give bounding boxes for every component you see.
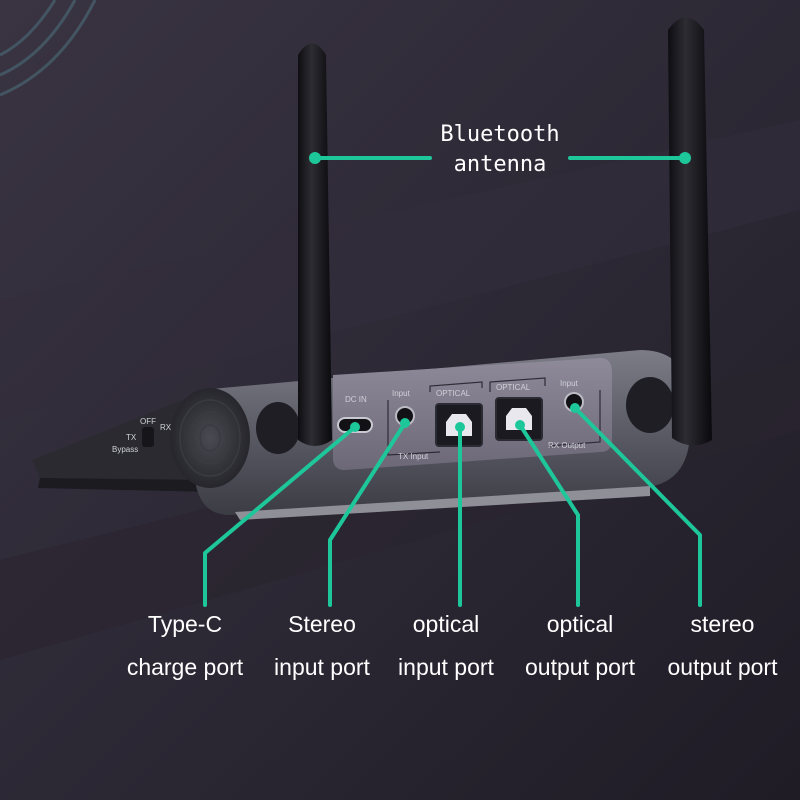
antenna-dot-left bbox=[309, 152, 321, 164]
optical-output-callout-line bbox=[518, 423, 580, 607]
callout-optical-output-line2: output port bbox=[525, 654, 635, 680]
left-antenna-mount bbox=[256, 402, 300, 454]
switch-label-bypass: Bypass bbox=[112, 445, 138, 454]
rx-output-label: RX Output bbox=[548, 441, 586, 450]
knob-rings bbox=[179, 399, 241, 477]
callout-stereo-output-line2: output port bbox=[667, 654, 778, 680]
stereo-output-callout-line bbox=[573, 406, 702, 607]
device-body-edge bbox=[235, 486, 650, 520]
dc-in-label: DC IN bbox=[345, 395, 367, 404]
callout-type-c-line1: Type-C bbox=[147, 611, 223, 637]
callout-lines bbox=[203, 156, 702, 607]
optical-output-socket bbox=[506, 408, 532, 430]
callout-stereo-input-line1: Stereo bbox=[288, 611, 356, 637]
tx-input-label: TX Input bbox=[398, 452, 429, 461]
device-stand-face bbox=[38, 478, 212, 492]
corner-decoration bbox=[0, 0, 97, 97]
optical-right-bracket bbox=[489, 377, 546, 392]
right-antenna-mount bbox=[626, 377, 674, 433]
type-c-callout-line bbox=[203, 425, 357, 607]
callout-optical-input: optical input port bbox=[385, 613, 507, 679]
antenna-label-line1: Bluetooth bbox=[440, 122, 560, 147]
antenna-label: Bluetooth antenna bbox=[420, 120, 580, 180]
stereo-input-callout-line bbox=[328, 421, 407, 607]
type-c-dot bbox=[350, 422, 360, 432]
callout-stereo-input: Stereo input port bbox=[262, 613, 382, 679]
callout-stereo-input-line2: input port bbox=[274, 654, 370, 680]
left-antenna bbox=[298, 43, 332, 446]
device-knob bbox=[170, 388, 250, 488]
stereo-input-label: Input bbox=[392, 389, 411, 398]
switch-label-rx: RX bbox=[160, 423, 172, 432]
callout-stereo-output-line1: stereo bbox=[690, 611, 755, 637]
callout-type-c: Type-C charge port bbox=[110, 613, 260, 679]
callout-dots bbox=[309, 152, 691, 432]
background-stripe bbox=[0, 120, 800, 420]
callout-optical-output-line1: optical bbox=[546, 611, 614, 637]
callout-optical-input-line2: input port bbox=[398, 654, 494, 680]
switch-label-tx: TX bbox=[126, 433, 137, 442]
stereo-input-dot bbox=[400, 418, 410, 428]
switch-label-off: OFF bbox=[140, 417, 156, 426]
optical-output-dot bbox=[515, 420, 525, 430]
stereo-output-dot bbox=[570, 403, 580, 413]
tx-bracket bbox=[387, 400, 441, 456]
antenna-dot-right bbox=[679, 152, 691, 164]
optical-output-label: OPTICAL bbox=[496, 383, 531, 392]
callout-optical-output: optical output port bbox=[510, 613, 650, 679]
mode-switch[interactable] bbox=[142, 427, 154, 447]
right-antenna bbox=[668, 17, 712, 446]
device-stand bbox=[32, 395, 210, 480]
callout-optical-input-line1: optical bbox=[412, 611, 480, 637]
optical-left-bracket bbox=[429, 381, 483, 392]
antenna-label-line2: antenna bbox=[453, 152, 547, 177]
optical-input-label: OPTICAL bbox=[436, 389, 471, 398]
stereo-output-label: Input bbox=[560, 379, 579, 388]
callout-stereo-output: stereo output port bbox=[655, 613, 790, 679]
callout-type-c-line2: charge port bbox=[126, 654, 244, 680]
rx-bracket bbox=[547, 390, 601, 447]
optical-input-dot bbox=[455, 422, 465, 432]
